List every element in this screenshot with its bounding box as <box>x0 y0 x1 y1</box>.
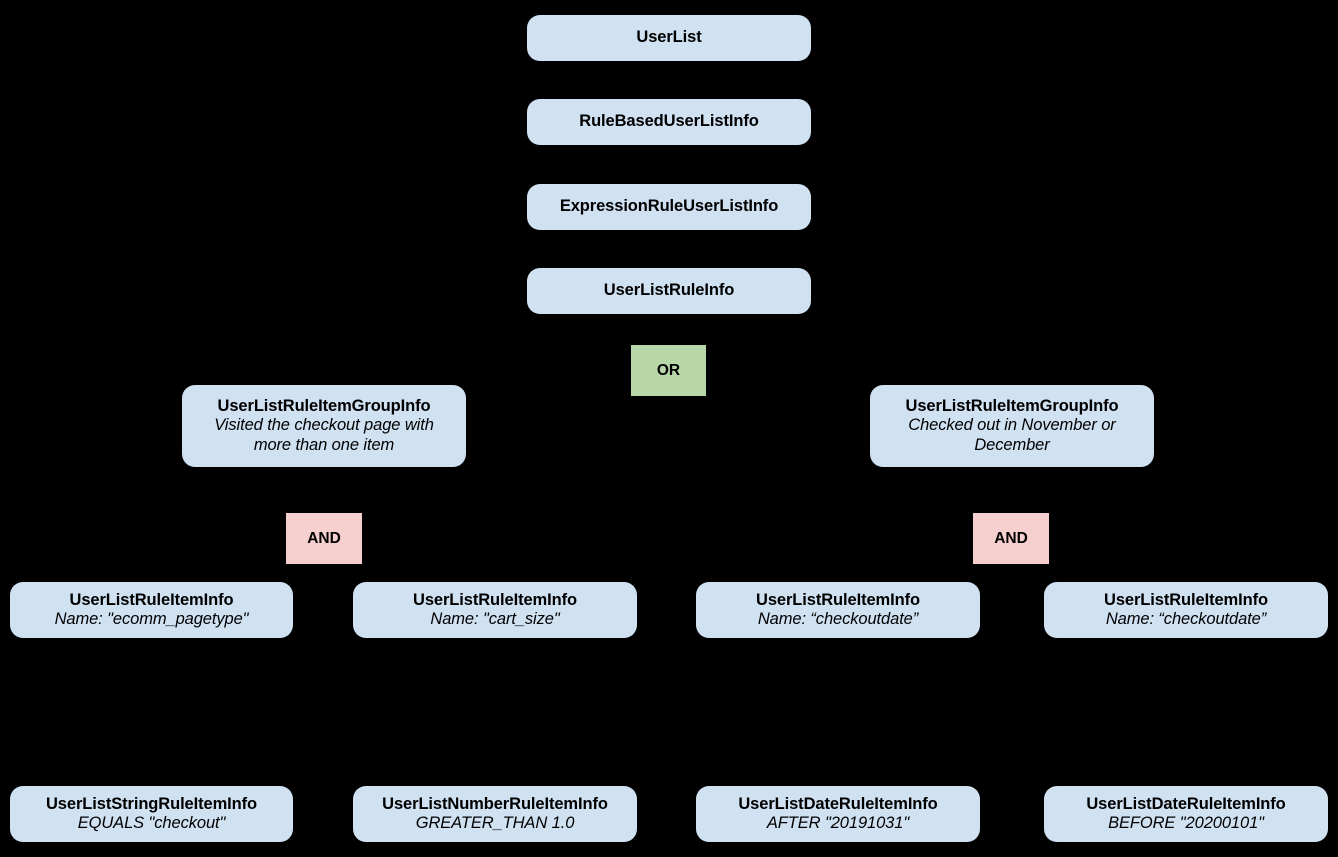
edge-and-left-to-rule-item-ecomm-pagetype <box>150 563 325 583</box>
node-title: UserListDateRuleItemInfo <box>738 794 938 813</box>
node-title: UserListRuleItemGroupInfo <box>217 397 431 416</box>
node-subtitle: Checked out in November or December <box>908 416 1116 454</box>
node-title: UserListRuleItemInfo <box>413 590 577 609</box>
node-subtitle: AFTER "20191031" <box>766 814 910 832</box>
node-title: UserListNumberRuleItemInfo <box>382 794 608 813</box>
operator-node-or-operator[interactable]: OR <box>631 345 706 396</box>
operator-node-and-right[interactable]: AND <box>973 513 1049 564</box>
entity-node-user-list-rule-info[interactable]: UserListRuleInfo <box>527 268 811 314</box>
entity-node-rule-based-user-list-info[interactable]: RuleBasedUserListInfo <box>527 99 811 145</box>
node-subtitle: EQUALS "checkout" <box>77 814 226 832</box>
edge-and-left-to-rule-item-cart-size <box>323 563 496 583</box>
node-title: UserListDateRuleItemInfo <box>1086 794 1286 813</box>
node-title: UserListRuleInfo <box>603 281 735 300</box>
node-title: UserListRuleItemInfo <box>756 590 920 609</box>
edge-and-right-to-rule-item-checkoutdate-after <box>837 563 1012 583</box>
edge-group-right-to-and-right <box>1010 466 1013 514</box>
operator-label: OR <box>656 361 681 379</box>
node-subtitle: Name: "cart_size" <box>430 610 560 628</box>
node-title: RuleBasedUserListInfo <box>579 112 759 131</box>
node-subtitle: BEFORE "20200101" <box>1108 814 1264 832</box>
node-subtitle: Name: “checkoutdate” <box>1105 610 1267 628</box>
node-subtitle: Name: “checkoutdate” <box>757 610 919 628</box>
entity-node-userlist[interactable]: UserList <box>527 15 811 61</box>
node-subtitle: Name: "ecomm_pagetype" <box>54 610 249 628</box>
node-subtitle: Visited the checkout page with more than… <box>214 416 434 454</box>
node-title: UserListRuleItemInfo <box>69 590 234 609</box>
operator-label: AND <box>994 529 1028 547</box>
node-title: UserList <box>636 28 702 47</box>
node-title: UserListRuleItemInfo <box>1104 590 1268 609</box>
operator-label: AND <box>307 529 341 547</box>
entity-node-expression-rule-user-list-info[interactable]: ExpressionRuleUserListInfo <box>527 184 811 230</box>
node-subtitle: GREATER_THAN 1.0 <box>415 814 575 832</box>
node-title: ExpressionRuleUserListInfo <box>559 197 779 216</box>
edge-user-list-rule-info-to-or-operator <box>667 313 670 346</box>
edge-and-right-to-rule-item-checkoutdate-before <box>1010 563 1187 583</box>
operator-node-and-left[interactable]: AND <box>286 513 362 564</box>
node-title: UserListStringRuleItemInfo <box>45 794 257 813</box>
node-title: UserListRuleItemGroupInfo <box>905 397 1119 416</box>
